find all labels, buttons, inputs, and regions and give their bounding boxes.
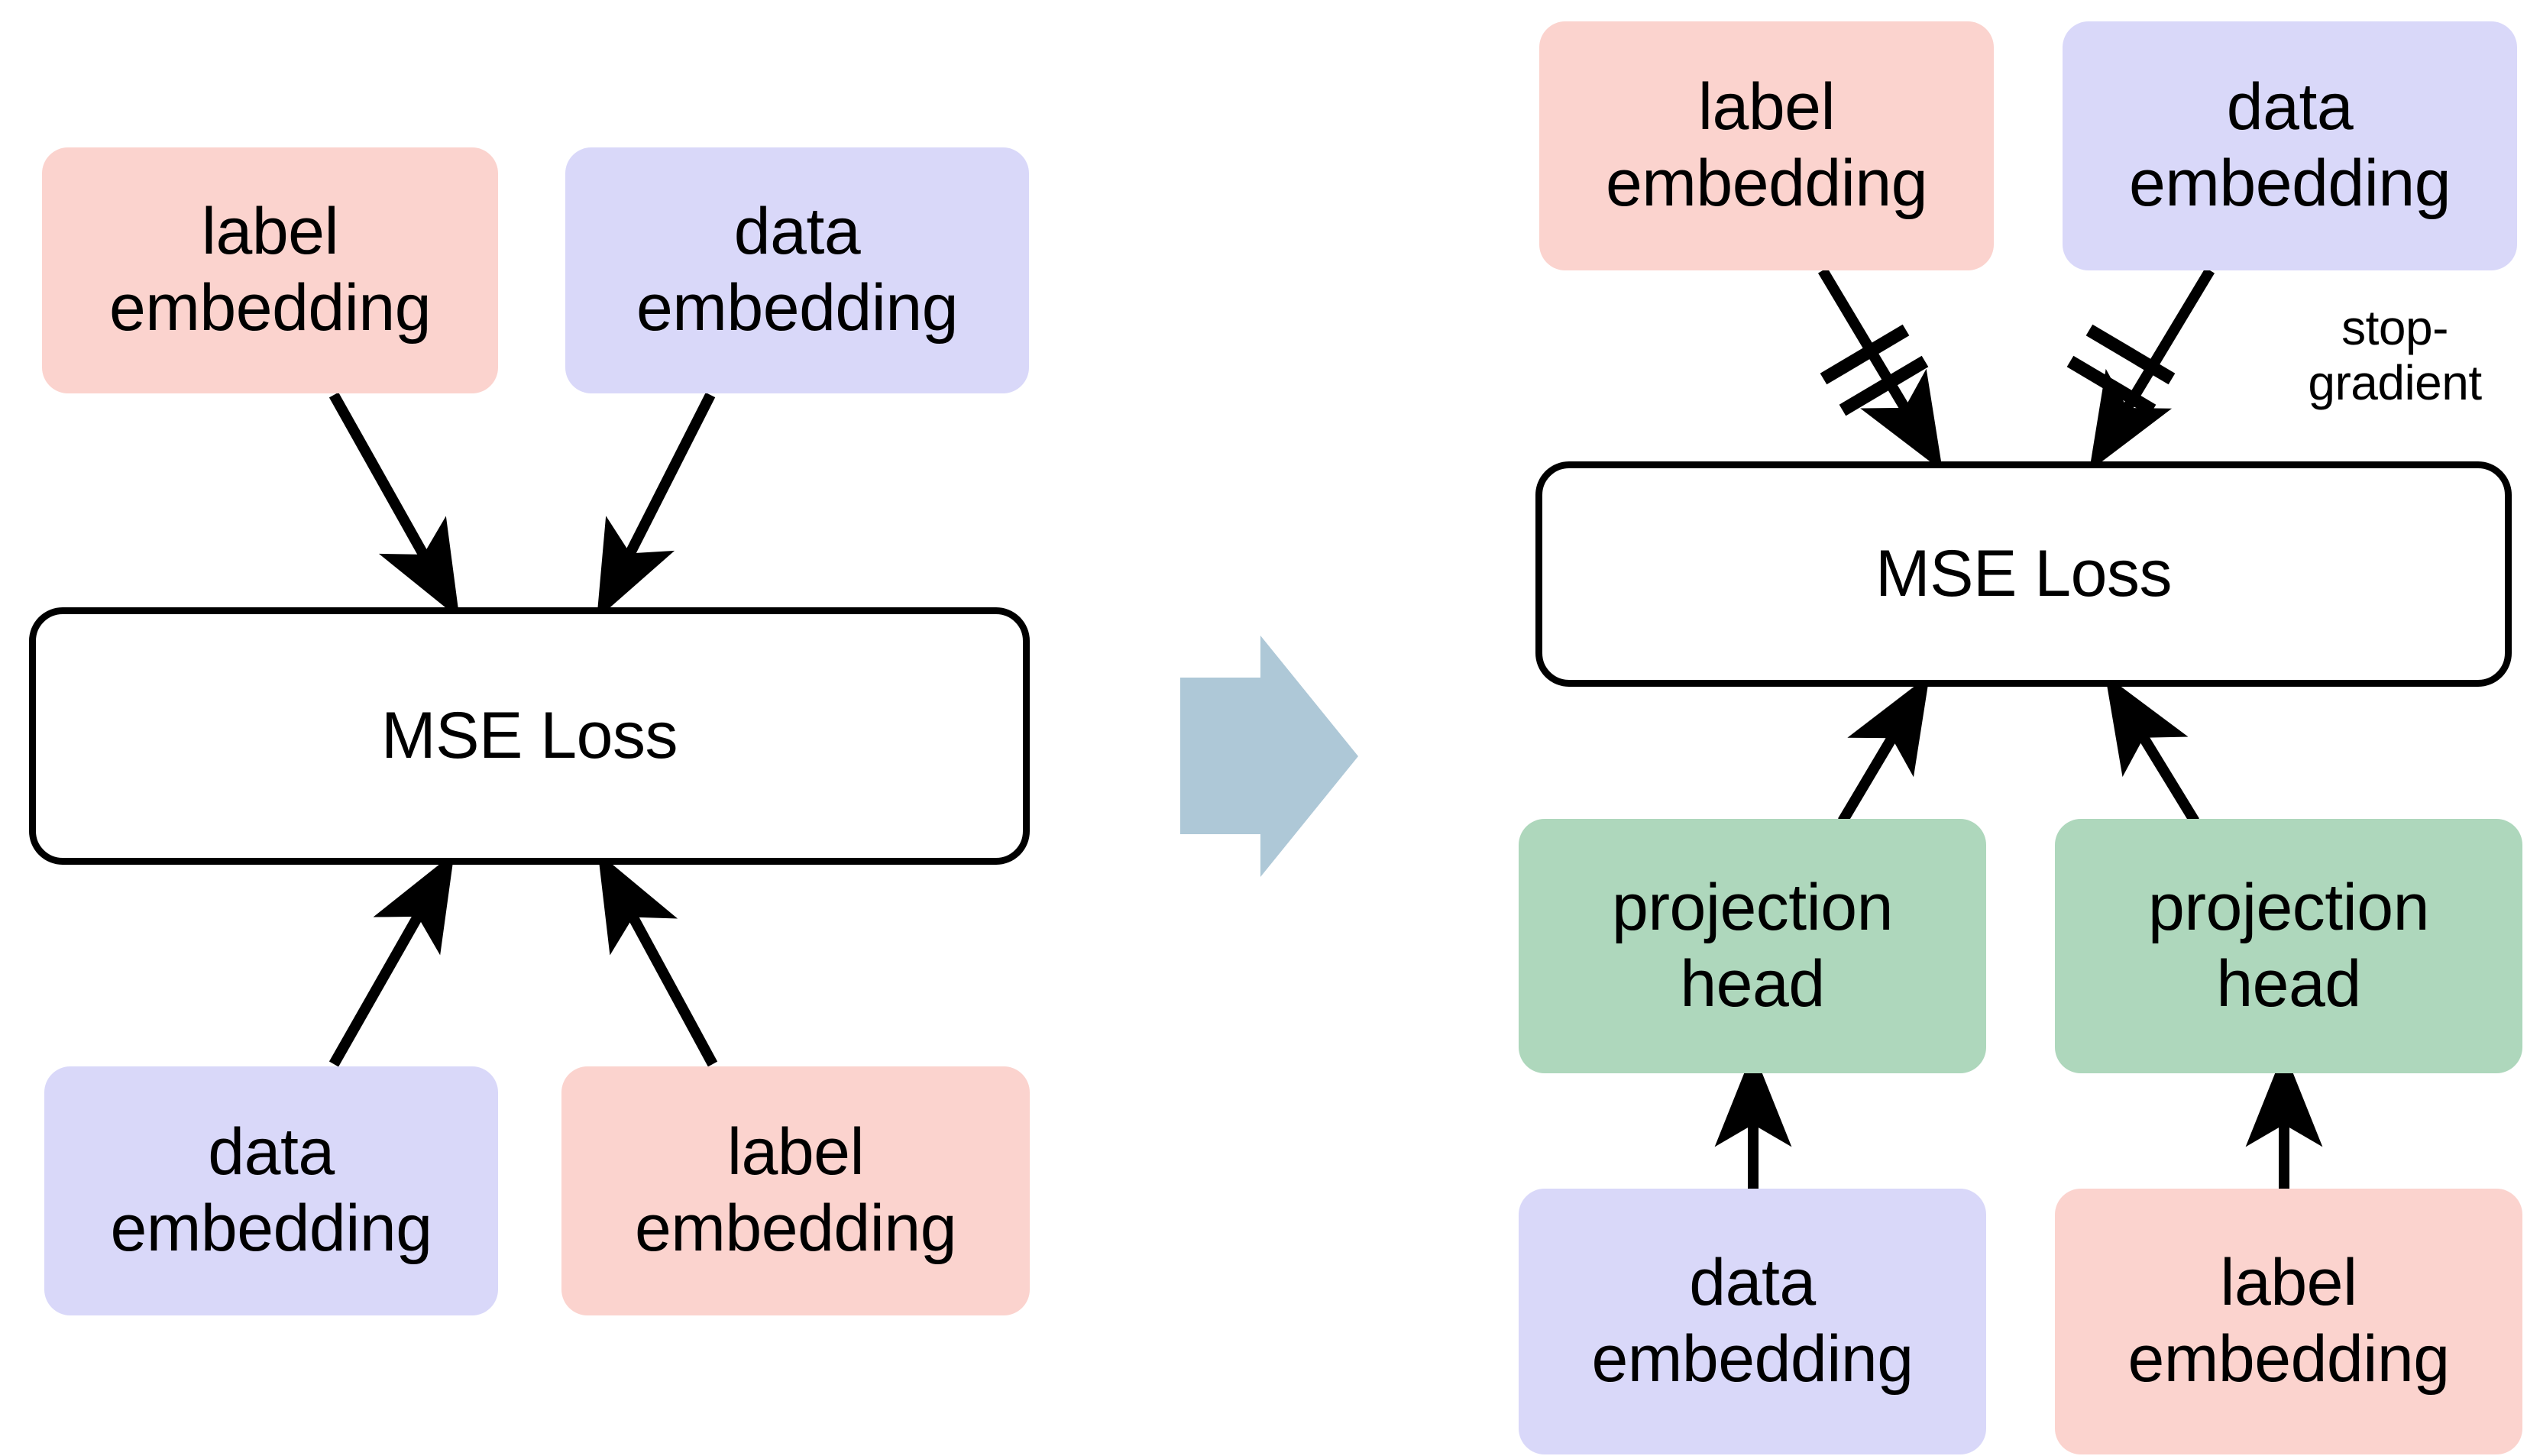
right-mse-loss-node[interactable]: MSE Loss	[1535, 461, 2512, 687]
node-label-line2: head	[2216, 946, 2361, 1021]
stop-gradient-line2: gradient	[2308, 354, 2482, 410]
node-label-line2: embedding	[636, 271, 959, 345]
node-label-line1: data	[733, 195, 861, 269]
edge-right-projection-head-to-mse-loss	[2105, 675, 2199, 824]
node-label-line1: projection	[1612, 870, 1893, 944]
node-label-line1: MSE Loss	[381, 698, 678, 772]
node-label-line1: label	[201, 195, 339, 269]
stop-gradient-hash-left-1	[1820, 324, 1910, 385]
node-label-line1: MSE Loss	[1875, 536, 2172, 610]
node-label-line1: label	[726, 1115, 865, 1189]
edge-bottom-label-embedding-to-mse-loss	[597, 852, 718, 1067]
node-label-line2: head	[1680, 946, 1825, 1021]
left-top-label-embedding-node[interactable]: label embedding	[42, 147, 498, 393]
right-left-projection-head-node[interactable]: projection head	[1519, 819, 1986, 1073]
node-label-line2: embedding	[634, 1192, 957, 1265]
right-top-data-embedding-node[interactable]: data embedding	[2063, 21, 2517, 270]
stop-gradient-line1: stop-	[2341, 300, 2448, 355]
edge-right-label-embedding-to-mse-loss	[1817, 267, 1943, 471]
edge-left-projection-head-to-mse-loss	[1837, 675, 1930, 824]
right-right-projection-head-node[interactable]: projection head	[2055, 819, 2522, 1073]
node-label-line1: data	[1689, 1246, 1816, 1320]
right-bottom-data-embedding-node[interactable]: data embedding	[1519, 1189, 1986, 1454]
stop-gradient-hash-right-2	[2066, 355, 2157, 416]
right-top-label-embedding-node[interactable]: label embedding	[1539, 21, 1994, 270]
stop-gradient-annotation: stop- gradient	[2265, 300, 2525, 410]
left-mse-loss-node[interactable]: MSE Loss	[29, 607, 1030, 865]
left-top-data-embedding-node[interactable]: data embedding	[565, 147, 1029, 393]
node-label-line1: label	[1697, 70, 1836, 144]
node-label-line2: embedding	[1591, 1322, 1914, 1396]
stop-gradient-hash-right-1	[2085, 324, 2176, 385]
node-label-line2: embedding	[2127, 1322, 2450, 1396]
left-bottom-data-embedding-node[interactable]: data embedding	[44, 1066, 498, 1315]
left-bottom-label-embedding-node[interactable]: label embedding	[561, 1066, 1030, 1315]
edge-data-embedding-to-mse-loss	[597, 392, 716, 620]
node-label-line2: embedding	[1605, 147, 1928, 220]
edge-right-data-embedding-to-mse-loss	[2089, 267, 2215, 471]
right-arrow-icon	[1180, 636, 1358, 877]
node-label-line1: data	[208, 1115, 335, 1189]
node-label-line1: data	[2226, 70, 2354, 144]
edge-label-embedding-to-mse-loss	[328, 392, 460, 620]
node-label-line2: embedding	[108, 271, 432, 345]
node-label-line1: projection	[2148, 870, 2429, 944]
node-label-line2: embedding	[110, 1192, 432, 1265]
node-label-line2: embedding	[2128, 147, 2451, 220]
stop-gradient-hash-left-2	[1839, 355, 1929, 416]
node-label-line1: label	[2220, 1246, 2357, 1320]
right-bottom-label-embedding-node[interactable]: label embedding	[2055, 1189, 2522, 1454]
edge-bottom-data-embedding-to-mse-loss	[328, 852, 455, 1067]
